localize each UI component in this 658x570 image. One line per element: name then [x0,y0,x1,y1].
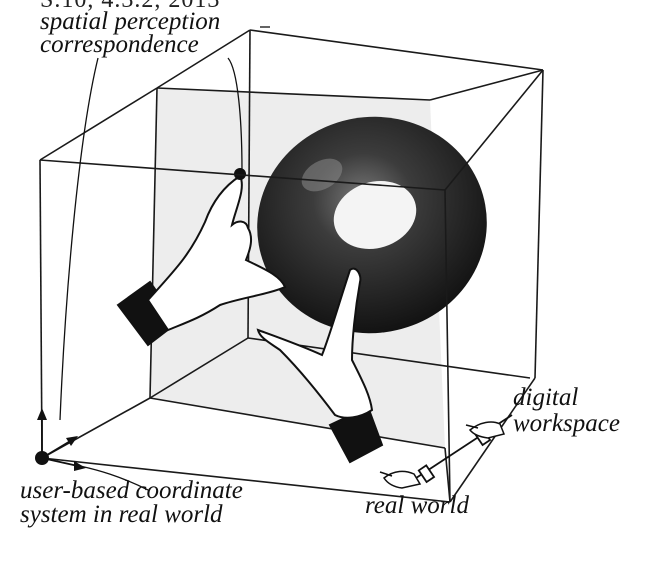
hand-icon [116,168,287,347]
pointing-hand-icon [465,421,506,439]
label-spatial-perception: spatial perception [40,8,221,35]
torus-object [257,116,487,334]
label-correspondence: correspondence [40,31,199,58]
label-user-based-coordinate: user-based coordinate [20,477,243,504]
cube-front-edges [39,69,544,503]
hand-icon [256,267,384,464]
header-fragment: S.10, 4.3.2, 2013 [40,0,221,13]
label-system-in-real-world: system in real world [20,501,223,528]
label-workspace: workspace [513,410,620,437]
leader-lines [59,26,270,491]
pointing-hand-icon [379,470,422,489]
coordinate-origin-icon [35,408,86,471]
label-real-world: real world [365,492,469,519]
label-digital: digital [513,384,579,411]
